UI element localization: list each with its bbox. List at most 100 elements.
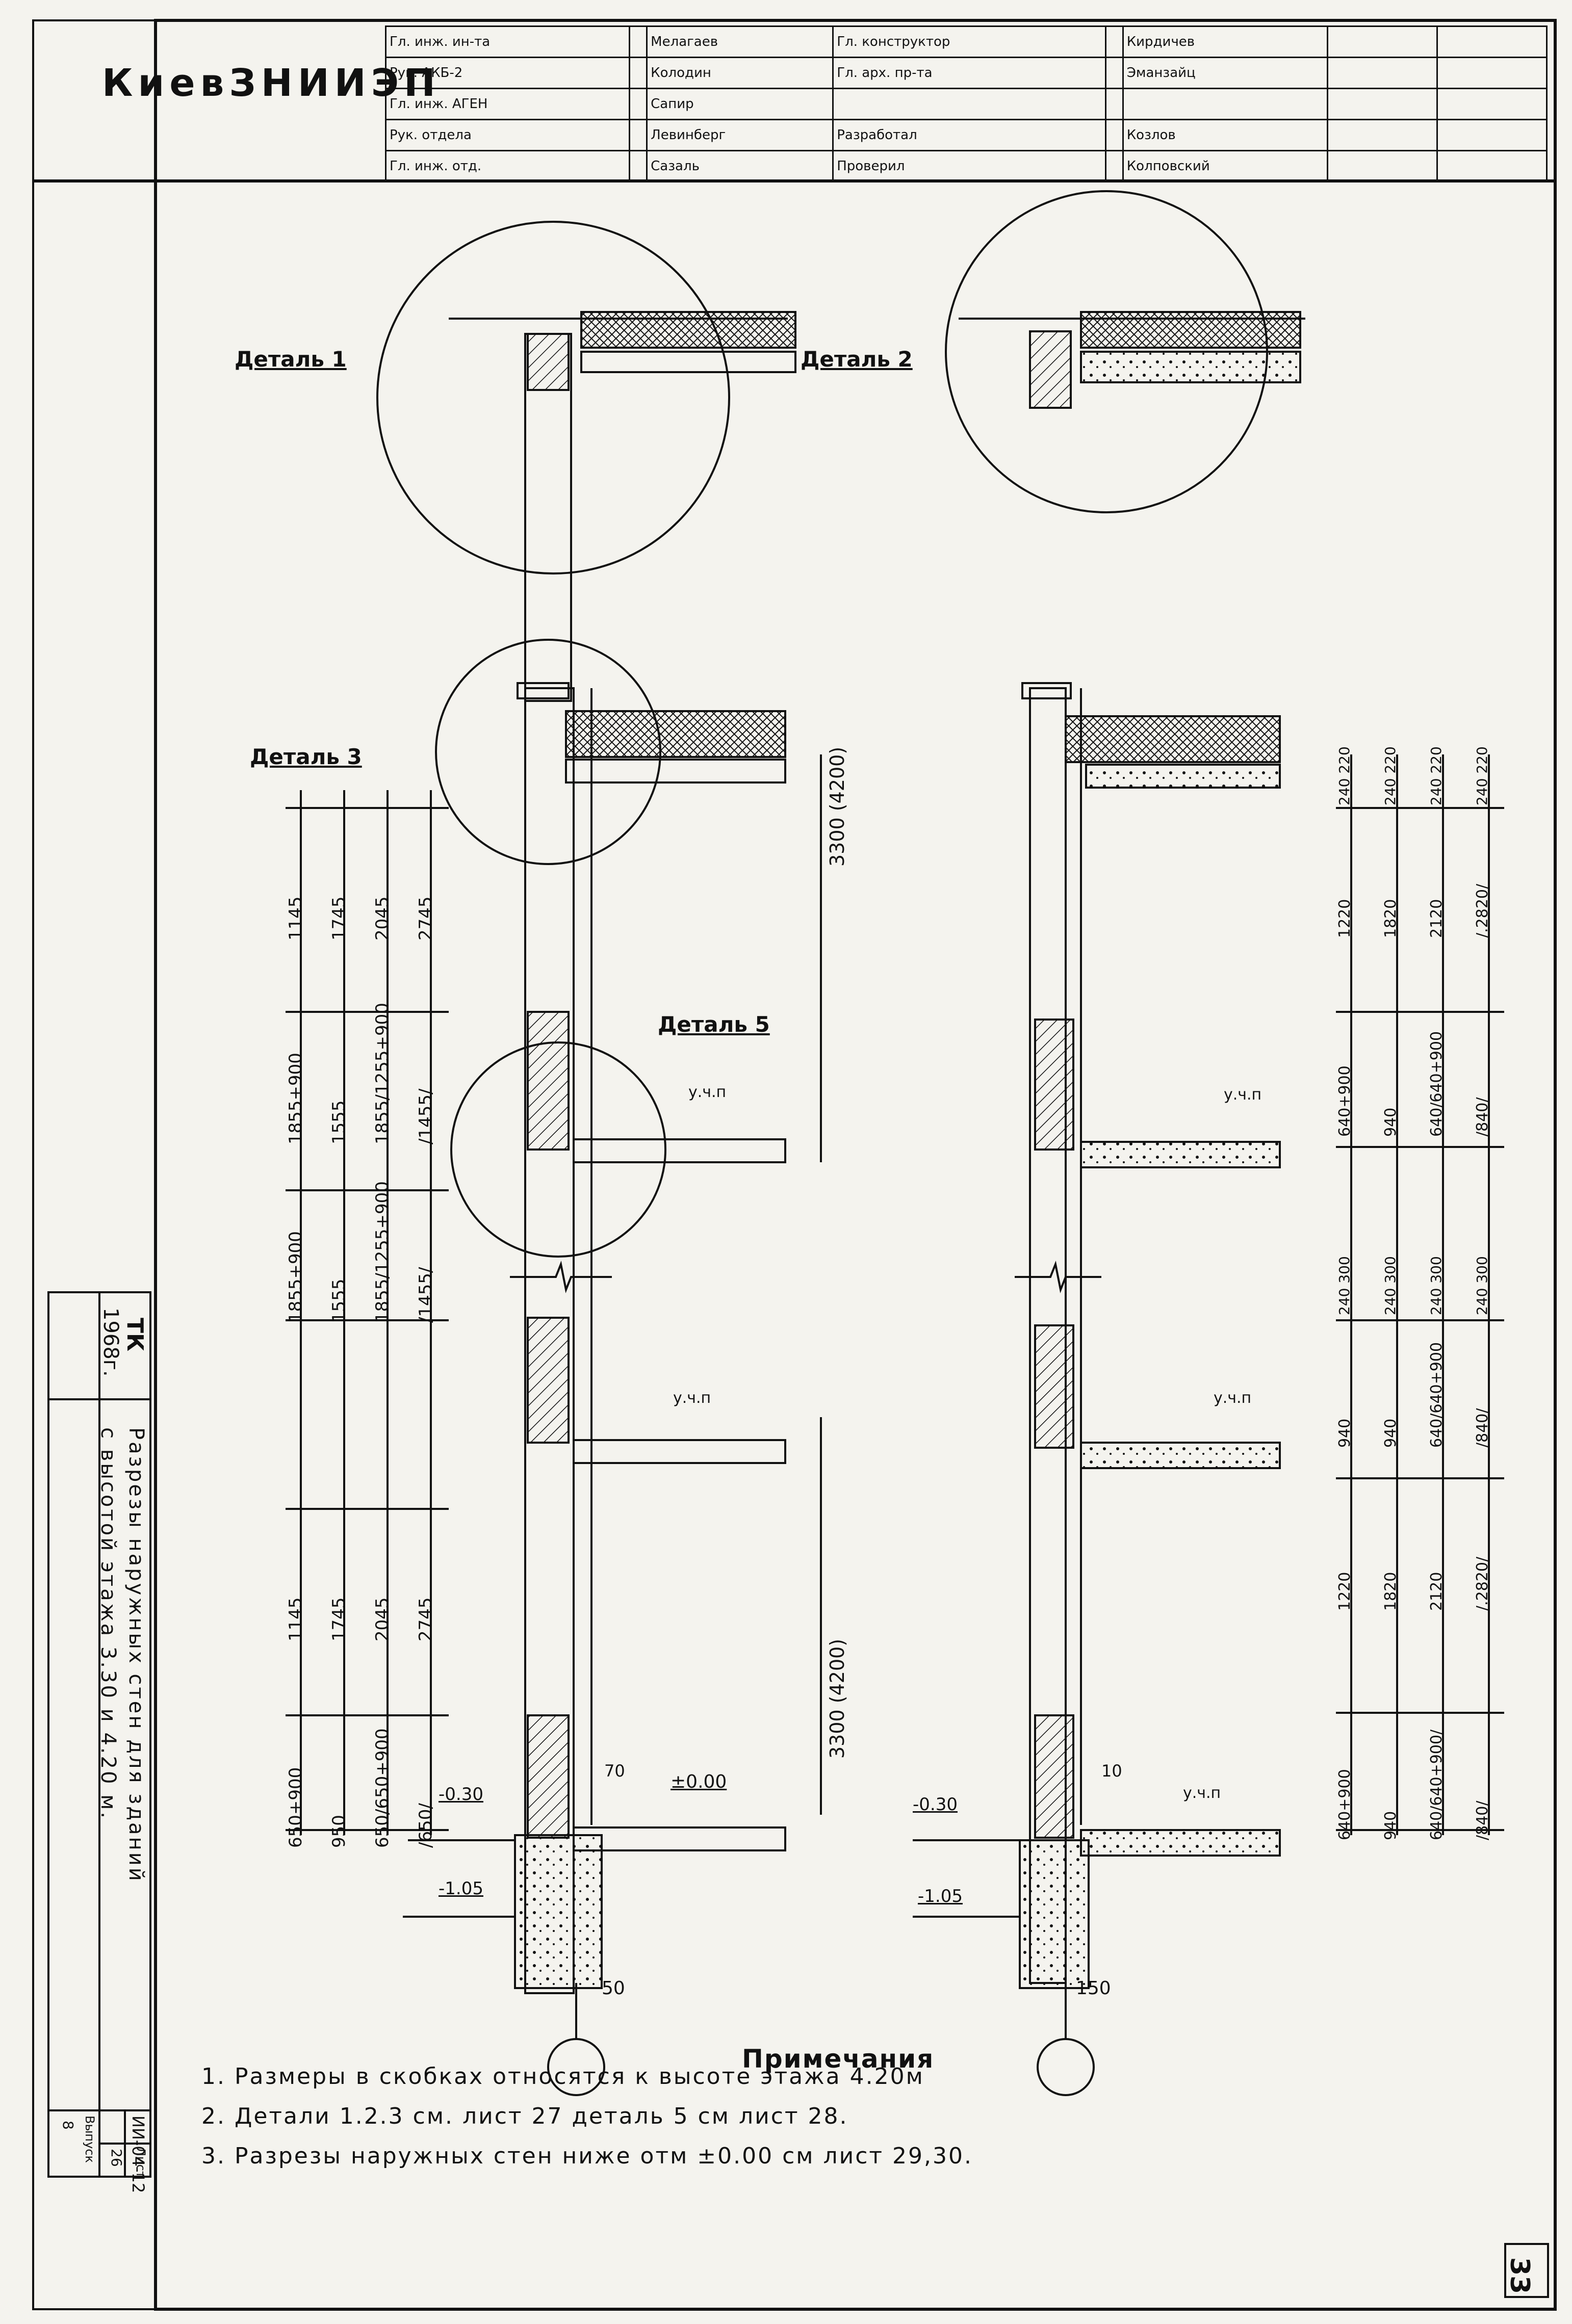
sidebar-title-line2: с высотой этажа 3.30 и 4.20 м. bbox=[96, 1427, 120, 1820]
title-block-signature bbox=[629, 150, 648, 182]
right-dim-10: 10 bbox=[1101, 1761, 1122, 1781]
sidebar-code: ТК bbox=[122, 1318, 148, 1351]
title-block-name: Мелагаев bbox=[646, 25, 834, 58]
left-dim-col-c: 1855/1255+900 bbox=[372, 1181, 393, 1323]
right-dim-col3: 2120 bbox=[1428, 1572, 1446, 1611]
title-block-name-2: Колповский bbox=[1122, 150, 1329, 182]
title-block-signature-2 bbox=[1104, 150, 1124, 182]
left-dim-col-a: 1855+900 bbox=[286, 1231, 306, 1323]
right-dim-mids: 240 300 bbox=[1474, 1256, 1490, 1315]
title-block-name: Колодин bbox=[646, 57, 834, 89]
title-block-role: Гл. инж. отд. bbox=[384, 150, 631, 182]
right-dim-top-pairs: 240 220 bbox=[1336, 746, 1353, 805]
left-unp-1: у.ч.п bbox=[688, 1083, 727, 1101]
title-block-empty-cell bbox=[1436, 25, 1548, 58]
title-block-role-2 bbox=[832, 88, 1106, 120]
right-dim-mids: 240 300 bbox=[1336, 1256, 1353, 1315]
left-dim-col-a: 650+900 bbox=[286, 1767, 306, 1848]
left-dim-col-b: 1555 bbox=[329, 1100, 349, 1144]
title-block-name: Левинберг bbox=[646, 119, 834, 151]
left-dim-col-a: 1145 bbox=[286, 1597, 306, 1641]
note-item: 2. Детали 1.2.3 см. лист 27 деталь 5 см … bbox=[201, 2103, 848, 2129]
left-zero-mark: ±0.00 bbox=[671, 1771, 727, 1792]
right-dim-150: 150 bbox=[1076, 1978, 1111, 1999]
right-dim-col4: /840/ bbox=[1474, 1097, 1491, 1137]
title-block-empty-cell bbox=[1327, 88, 1438, 120]
right-dim-col4: /.2820/ bbox=[1474, 883, 1491, 938]
notes-title: Примечания bbox=[742, 2044, 935, 2074]
left-dim-col-b: 950 bbox=[329, 1815, 349, 1848]
title-block-role: Гл. инж. ин-та bbox=[384, 25, 631, 58]
title-block-signature bbox=[629, 25, 648, 58]
right-dim-col1: 1220 bbox=[1336, 899, 1354, 938]
sidebar-issue: 8 bbox=[60, 2121, 76, 2130]
right-dim-mids: 240 300 bbox=[1382, 1256, 1399, 1315]
title-block-signature bbox=[629, 119, 648, 151]
left-dim-col-d: /1455/ bbox=[416, 1088, 436, 1144]
left-dim-col-c: 1855/1255+900 bbox=[372, 1003, 393, 1144]
right-dim-col1: 640+900 bbox=[1336, 1769, 1354, 1840]
left-dim-col-b: 1555 bbox=[329, 1278, 349, 1323]
right-unp-1: у.ч.п bbox=[1224, 1086, 1262, 1104]
sidebar-sheet: 26 bbox=[108, 2149, 125, 2167]
title-block-empty-cell bbox=[1436, 150, 1548, 182]
right-dim-col1: 1220 bbox=[1336, 1572, 1354, 1611]
sidebar-sheet-label: Лист bbox=[134, 2147, 148, 2178]
right-dim-col2: 940 bbox=[1382, 1811, 1400, 1840]
right-dim-col1: 940 bbox=[1336, 1418, 1354, 1448]
title-block-empty-cell bbox=[1436, 119, 1548, 151]
detail-1-label: Деталь 1 bbox=[235, 347, 347, 372]
title-block-empty-cell bbox=[1327, 25, 1438, 58]
title-block-signature bbox=[629, 88, 648, 120]
left-dim-col-d: 2745 bbox=[416, 896, 436, 941]
right-dim-col1: 640+900 bbox=[1336, 1065, 1354, 1137]
title-block-name-2: Кирдичев bbox=[1122, 25, 1329, 58]
right-dim-col2: 1820 bbox=[1382, 1572, 1400, 1611]
title-block-role: Рук. АКБ-2 bbox=[384, 57, 631, 89]
title-block-row: Гл. инж. АГЕН Сапир bbox=[384, 88, 1548, 120]
left-dim-col-d: 2745 bbox=[416, 1597, 436, 1641]
title-block-name-2: Козлов bbox=[1122, 119, 1329, 151]
right-dim-col2: 940 bbox=[1382, 1418, 1400, 1448]
title-block-empty-cell bbox=[1436, 57, 1548, 89]
left-mark-105: -1.05 bbox=[439, 1878, 483, 1899]
right-dim-col3: 2120 bbox=[1428, 899, 1446, 938]
detail-2-label: Деталь 2 bbox=[801, 347, 913, 372]
page-number: 33 bbox=[1504, 2257, 1535, 2294]
detail-5-label: Деталь 5 bbox=[658, 1012, 770, 1037]
right-unp-3: у.ч.п bbox=[1183, 1784, 1221, 1802]
left-dim-col-d: /650/ bbox=[416, 1803, 436, 1848]
title-block-role-2: Гл. конструктор bbox=[832, 25, 1106, 58]
left-height-upper: 3300 (4200) bbox=[826, 746, 848, 867]
title-block-empty-cell bbox=[1436, 88, 1548, 120]
note-item: 1. Размеры в скобках относятся к высоте … bbox=[201, 2064, 924, 2090]
title-block-role: Рук. отдела bbox=[384, 119, 631, 151]
title-block-role-2: Гл. арх. пр-та bbox=[832, 57, 1106, 89]
title-block-name: Сазаль bbox=[646, 150, 834, 182]
organization-name: КиевЗНИИЭП bbox=[102, 61, 441, 105]
left-dim-col-b: 1745 bbox=[329, 896, 349, 941]
right-mark-030: -0.30 bbox=[913, 1794, 958, 1815]
title-block-name: Сапир bbox=[646, 88, 834, 120]
title-block-empty-cell bbox=[1327, 119, 1438, 151]
note-item: 3. Разрезы наружных стен ниже отм ±0.00 … bbox=[201, 2143, 973, 2169]
left-dim-70: 70 bbox=[604, 1761, 625, 1781]
right-dim-top-pairs: 240 220 bbox=[1428, 746, 1445, 805]
title-block-role: Гл. инж. АГЕН bbox=[384, 88, 631, 120]
left-dim-col-a: 1145 bbox=[286, 896, 306, 941]
sidebar-title-line1: Разрезы наружных стен для зданий bbox=[124, 1427, 148, 1883]
title-block-signature-2 bbox=[1104, 88, 1124, 120]
right-dim-col2: 940 bbox=[1382, 1107, 1400, 1137]
title-block-role-2: Разработал bbox=[832, 119, 1106, 151]
left-dim-50: 50 bbox=[602, 1978, 625, 1999]
right-dim-col3: 640/640+900/ bbox=[1428, 1729, 1446, 1840]
left-dim-col-b: 1745 bbox=[329, 1597, 349, 1641]
sidebar-year: 1968г. bbox=[99, 1308, 122, 1377]
